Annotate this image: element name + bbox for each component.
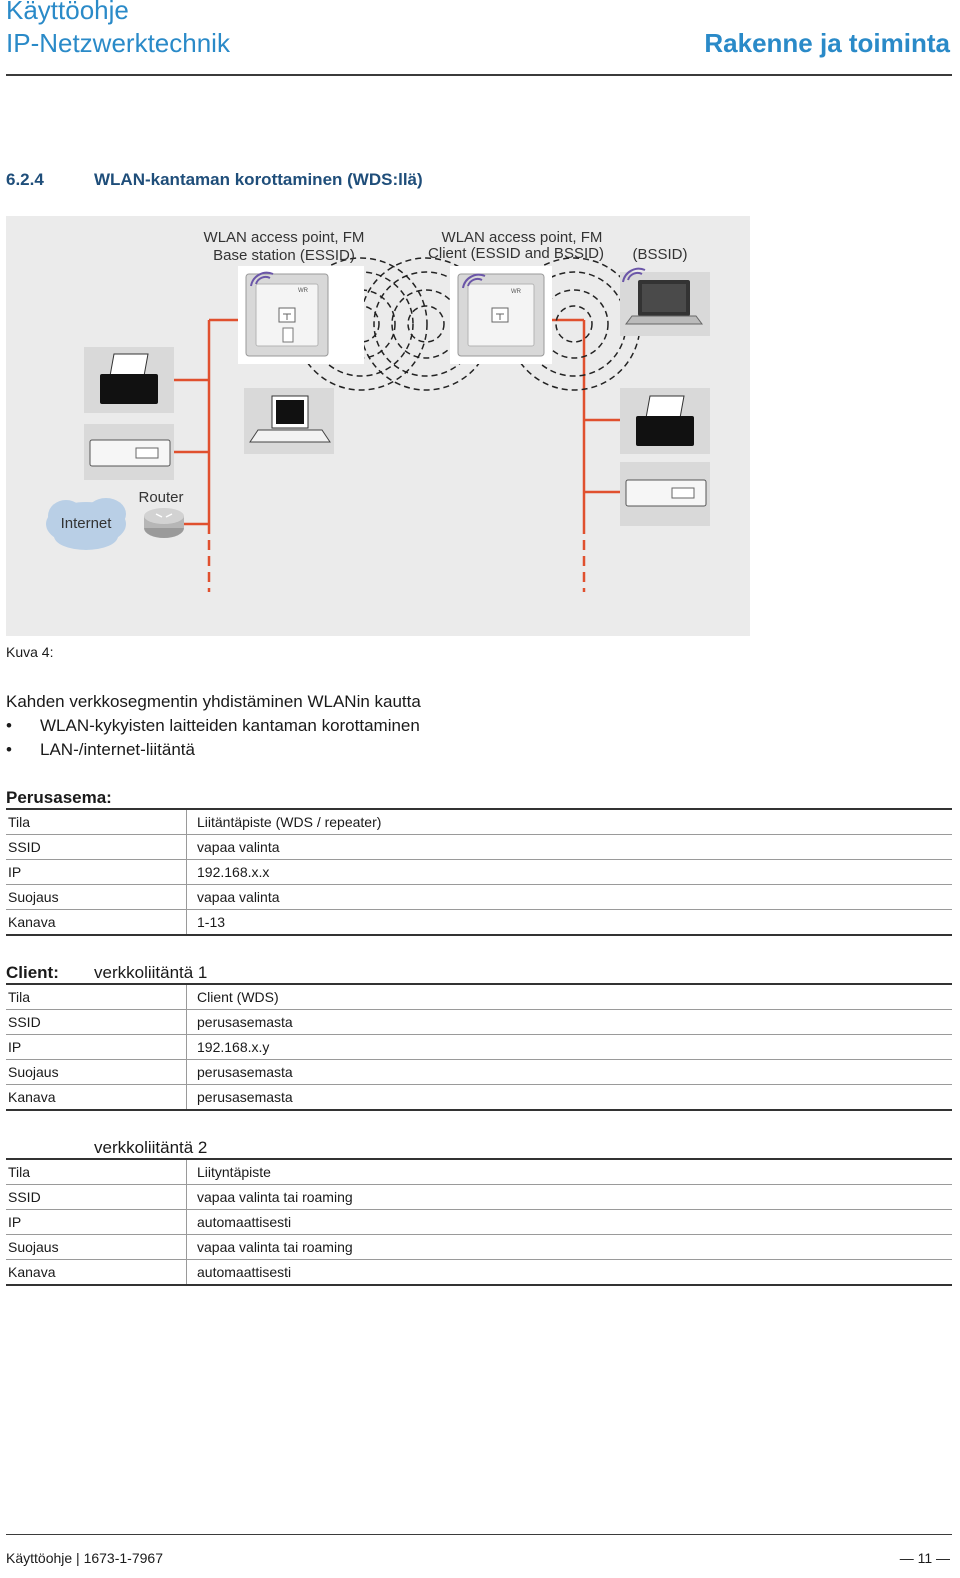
client-table-title: Client:	[6, 963, 59, 982]
svg-text:WR: WR	[298, 288, 309, 294]
svg-text:WR: WR	[511, 289, 522, 295]
left-printer	[84, 347, 174, 413]
figure-caption: Kuva 4:	[6, 644, 54, 660]
network-lines	[172, 318, 620, 592]
section-number: 6.2.4	[6, 170, 44, 189]
base-station-device: WR	[238, 266, 364, 364]
base-table-title: Perusasema:	[6, 788, 112, 807]
intro-line: Kahden verkkosegmentin yhdistäminen WLAN…	[6, 692, 421, 711]
bullet-text: WLAN-kykyisten laitteiden kantaman korot…	[40, 716, 420, 735]
client-table-subtitle: verkkoliitäntä 1	[94, 963, 208, 982]
wireless-laptop	[620, 267, 710, 336]
header-divider	[6, 74, 952, 76]
client-label-line2: Client (ESSID and BSSID)	[428, 245, 604, 262]
document-subtitle: IP-Netzwerktechnik	[6, 28, 230, 58]
internet-label: Internet	[61, 515, 113, 532]
router-device	[144, 508, 184, 538]
bullet-item: • LAN-/internet-liitäntä	[6, 738, 421, 762]
section-title: WLAN-kantaman korottaminen (WDS:llä)	[94, 170, 423, 189]
base-station-label-line1: WLAN access point, FM	[204, 229, 365, 246]
net2-table-subtitle: verkkoliitäntä 2	[94, 1138, 208, 1157]
network-diagram: WR WR	[6, 216, 750, 636]
client-label-line1: WLAN access point, FM	[442, 229, 603, 246]
right-printer	[620, 388, 710, 454]
footer-document-id: Käyttöohje | 1673-1-7967	[6, 1550, 163, 1566]
left-server	[84, 424, 174, 480]
intro-block: Kahden verkkosegmentin yhdistäminen WLAN…	[6, 690, 421, 762]
bullet-marker: •	[6, 740, 12, 759]
router-label: Router	[138, 489, 183, 506]
internet-cloud	[46, 498, 126, 550]
desktop-computer	[244, 388, 334, 454]
bullet-item: • WLAN-kykyisten laitteiden kantaman kor…	[6, 714, 421, 738]
section-name: Rakenne ja toiminta	[704, 28, 950, 58]
bullet-text: LAN-/internet-liitäntä	[40, 740, 195, 759]
page-number: — 11 —	[899, 1550, 950, 1566]
base-station-label-line2: Base station (ESSID)	[213, 247, 355, 264]
client-device: WR	[450, 266, 552, 364]
right-server	[620, 462, 710, 526]
document-title: Käyttöohje	[6, 0, 129, 25]
bullet-marker: •	[6, 716, 12, 735]
bssid-label: (BSSID)	[632, 246, 687, 263]
network-diagram-svg: WR WR	[46, 229, 710, 592]
footer-divider	[6, 1534, 952, 1535]
